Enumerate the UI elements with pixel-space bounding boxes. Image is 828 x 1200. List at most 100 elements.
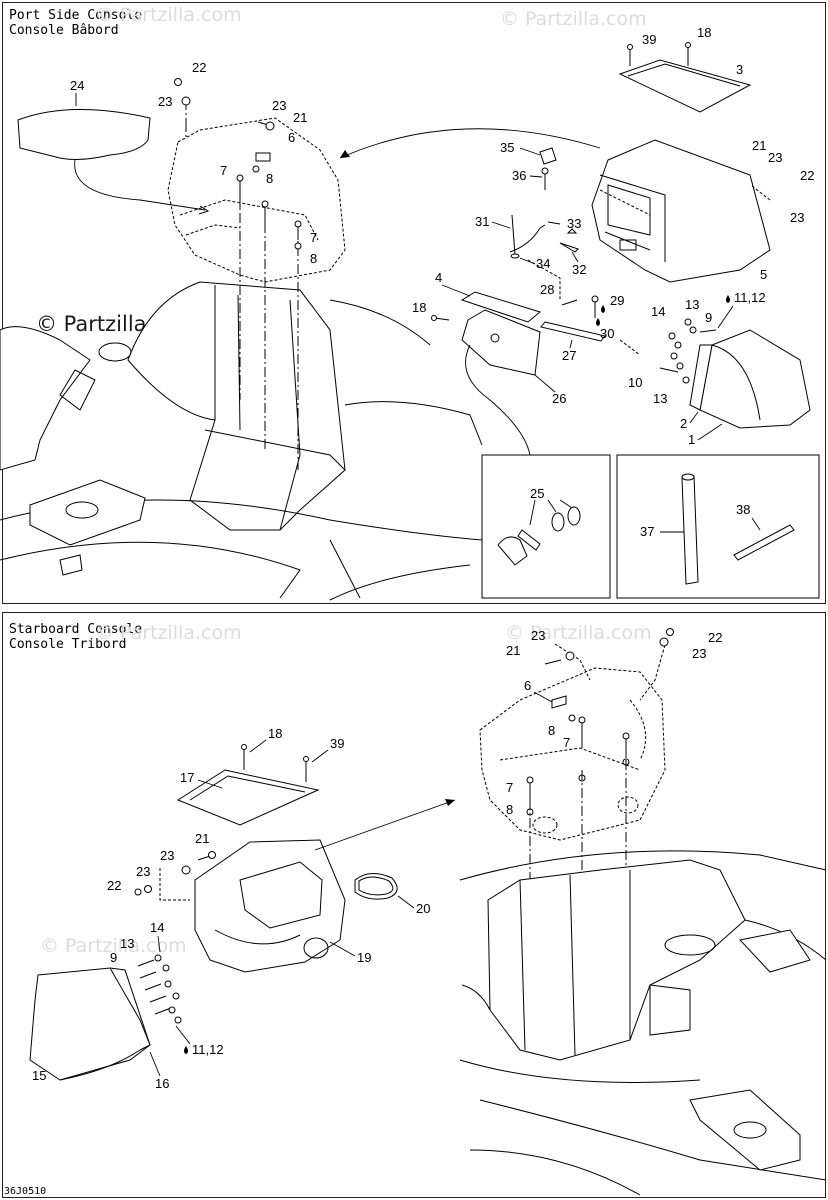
callout-39: 39: [642, 32, 656, 47]
callout-3: 3: [736, 62, 743, 77]
callout-38: 38: [736, 502, 750, 517]
hull-left-rail: [0, 326, 91, 471]
callout-23: 23: [272, 98, 286, 113]
callout-23: 23: [136, 864, 150, 879]
arrow-head: [445, 799, 455, 806]
glove-box-5: [591, 139, 771, 283]
callout-22: 22: [192, 60, 206, 75]
callout-20: 20: [416, 901, 430, 916]
callout-22: 22: [708, 630, 722, 645]
callout-26: 26: [552, 391, 566, 406]
callout-15: 15: [32, 1068, 46, 1083]
callout-16: 16: [155, 1076, 169, 1091]
callout-8: 8: [548, 723, 555, 738]
callout-34: 34: [536, 256, 550, 271]
watermark: © Partzilla.com: [95, 4, 242, 26]
callout-23: 23: [692, 646, 706, 661]
callout-6: 6: [288, 130, 295, 145]
inset-box-37-38: [616, 454, 820, 599]
callout-13: 13: [120, 936, 134, 951]
callout-9: 9: [110, 950, 117, 965]
port-panel-title: Port Side Console Console Bâbord: [9, 8, 142, 38]
hardware-group-port-right: [659, 318, 717, 384]
callout-31: 31: [475, 214, 489, 229]
callout-11-12: 11,12: [192, 1042, 224, 1057]
console-24-shape: [17, 109, 151, 160]
hull-starboard-section: [487, 859, 746, 1061]
callout-37: 37: [640, 524, 654, 539]
tool-37-38: [681, 473, 795, 585]
console-1: [699, 329, 811, 429]
callout-21: 21: [293, 110, 307, 125]
port-title-fr: Console Bâbord: [9, 23, 119, 38]
callout-23: 23: [160, 848, 174, 863]
starboard-title-fr: Console Tribord: [9, 637, 127, 652]
callout-5: 5: [760, 267, 767, 282]
lock-assembly-25: [497, 499, 581, 566]
starboard-callouts: 18 39 17 21 23 23 22 20 19 14 13 9 11,12…: [32, 628, 722, 1091]
hardware-group-starboard-right: [526, 628, 674, 816]
storage-tray-starboard: [689, 1089, 801, 1171]
watermark: © Partzilla.com: [505, 622, 652, 644]
callout-2: 2: [680, 416, 687, 431]
callout-36: 36: [512, 168, 526, 183]
callout-23: 23: [790, 210, 804, 225]
callout-32: 32: [572, 262, 586, 277]
callout-23: 23: [531, 628, 545, 643]
glove-box-19: [194, 839, 346, 973]
console-15: [29, 967, 151, 1081]
callout-28: 28: [540, 282, 554, 297]
callout-10: 10: [628, 375, 642, 390]
callout-4: 4: [435, 270, 442, 285]
watermark: © Partzilla.com: [95, 622, 242, 644]
callout-9: 9: [705, 310, 712, 325]
callout-18: 18: [268, 726, 282, 741]
strip-27: [540, 321, 606, 342]
diagram-code: 36J0510: [4, 1186, 47, 1197]
lid-3: [618, 59, 752, 113]
callout-29: 29: [610, 293, 624, 308]
callout-8: 8: [266, 171, 273, 186]
callout-35: 35: [500, 140, 514, 155]
callout-18: 18: [412, 300, 426, 315]
callout-23: 23: [768, 150, 782, 165]
watermark: © Partzilla.com: [500, 8, 647, 30]
callout-18: 18: [697, 25, 711, 40]
starboard-panel-title: Starboard Console Console Tribord: [9, 622, 142, 652]
callout-14: 14: [651, 304, 665, 319]
callout-25: 25: [530, 486, 544, 501]
starboard-title-en: Starboard Console: [9, 622, 143, 637]
callout-27: 27: [562, 348, 576, 363]
callout-1: 1: [688, 432, 695, 447]
callout-39: 39: [330, 736, 344, 751]
callout-21: 21: [195, 831, 209, 846]
callout-8: 8: [506, 802, 513, 817]
bracket-35: [539, 147, 557, 165]
callout-22: 22: [107, 878, 121, 893]
storage-tray-port: [29, 479, 146, 546]
callout-6: 6: [524, 678, 531, 693]
hardware-group-starboard-left: [134, 851, 216, 1024]
callout-7: 7: [220, 163, 227, 178]
console-dashed-starboard: [479, 667, 666, 841]
callout-17: 17: [180, 770, 194, 785]
port-title-en: Port Side Console: [9, 8, 143, 23]
gasket-20: [354, 873, 398, 900]
callout-8: 8: [310, 251, 317, 266]
plate-4: [460, 291, 542, 323]
callout-13: 13: [653, 391, 667, 406]
leader-24: [74, 159, 206, 211]
hull-port-section: [127, 281, 346, 531]
console-dashed-port: [167, 117, 346, 283]
callout-7: 7: [506, 780, 513, 795]
watermark: © Partzilla.com: [40, 935, 187, 957]
callout-33: 33: [567, 216, 581, 231]
callout-19: 19: [357, 950, 371, 965]
callout-14: 14: [150, 920, 164, 935]
callout-23: 23: [158, 94, 172, 109]
callout-21: 21: [506, 643, 520, 658]
callout-22: 22: [800, 168, 814, 183]
callout-11-12: 11,12: [734, 290, 766, 305]
callout-30: 30: [600, 326, 614, 341]
